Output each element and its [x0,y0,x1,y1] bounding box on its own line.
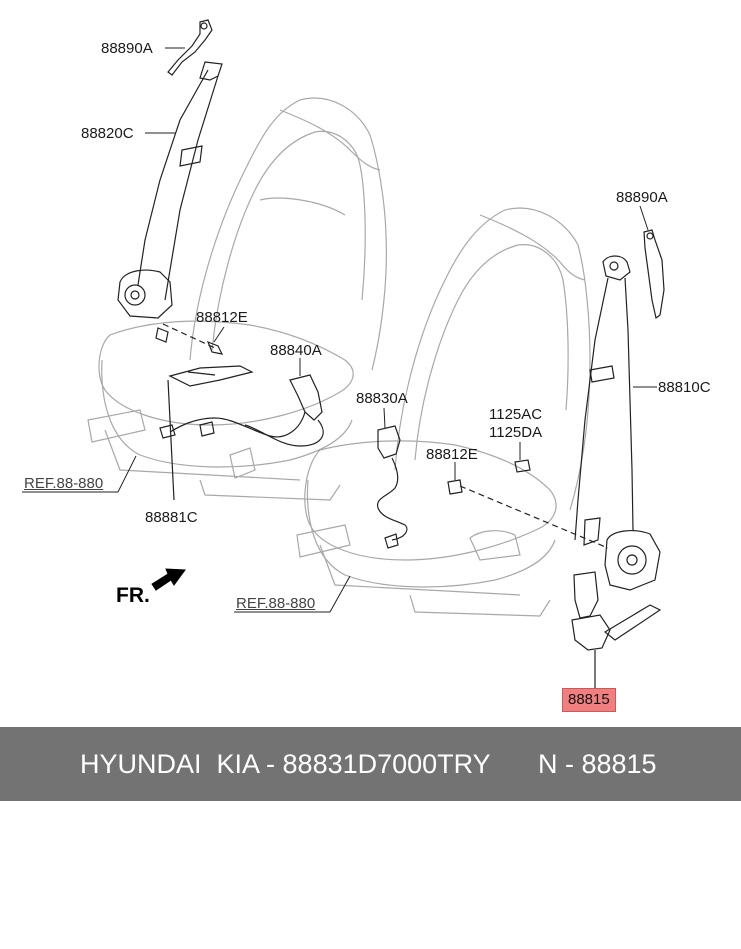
label-88812e-right: 88812E [426,446,478,463]
label-88815-highlighted[interactable]: 88815 [562,688,616,712]
label-88881c: 88881C [145,509,198,526]
seat-belt-diagram-drawing [22,19,665,688]
footer-brand-part-number: HYUNDAI KIA - 88831D7000TRY [80,749,491,779]
leader-lines [22,47,657,613]
label-1125da: 1125DA [489,424,543,441]
label-fr: FR. [116,584,150,607]
forward-arrow-icon [151,568,186,591]
label-88830a: 88830A [356,390,408,407]
left-seat [87,97,387,501]
label-88812e-left: 88812E [196,309,248,326]
label-88820c: 88820C [81,125,134,142]
label-88890a-right: 88890A [616,189,668,206]
right-seat [296,207,591,617]
footer-position-number: N - 88815 [538,749,657,779]
label-88890a-top: 88890A [101,40,153,57]
label-1125ac: 1125AC [489,406,543,423]
right-belt-assembly [376,229,665,688]
left-belt-assembly [117,19,324,501]
label-ref-left: REF.88-880 [24,475,104,492]
label-ref-right: REF.88-880 [236,595,316,612]
label-88810c: 88810C [658,379,711,396]
parts-diagram: 88890A 88820C 88812E 88840A REF.88-880 8… [22,19,711,712]
footer-banner: HYUNDAI KIA - 88831D7000TRY N - 88815 [0,727,741,801]
label-88840a: 88840A [270,342,322,359]
